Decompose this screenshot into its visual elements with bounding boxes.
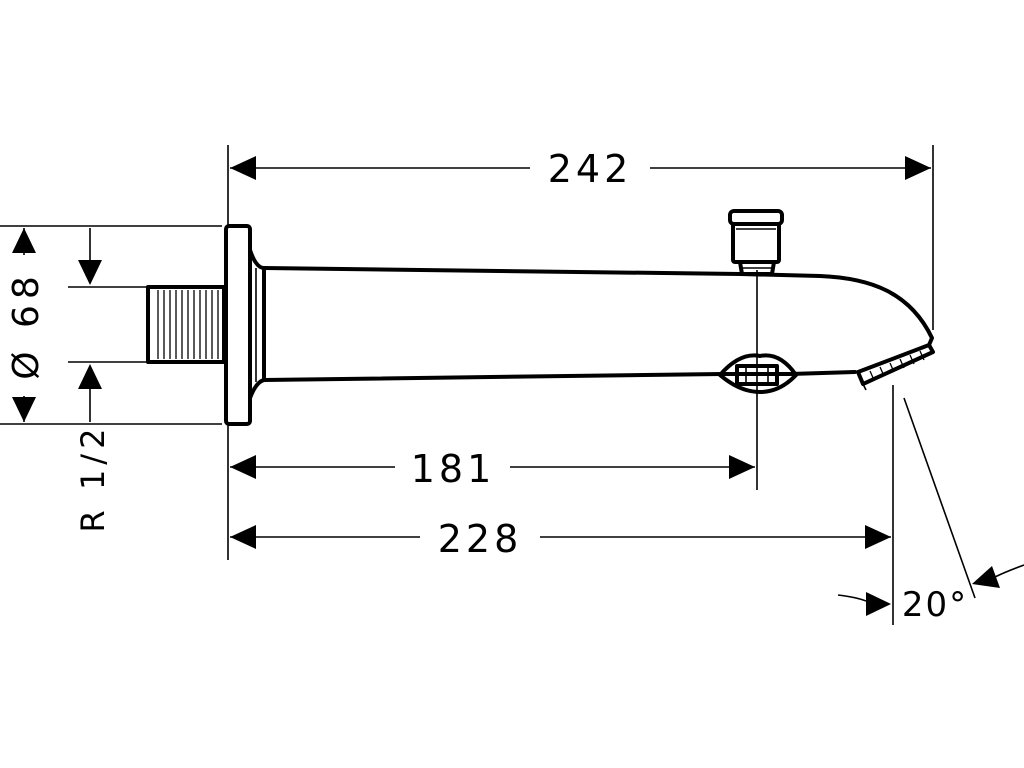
dimension-thread: R 1/2 bbox=[74, 228, 112, 532]
spout-pipe bbox=[262, 266, 934, 347]
diverter-underside bbox=[718, 353, 798, 394]
arrow-left bbox=[972, 566, 1000, 588]
dimension-label-228: 228 bbox=[438, 517, 523, 561]
arrow-right bbox=[865, 525, 891, 549]
spout-body bbox=[146, 209, 935, 426]
wall-rosette bbox=[224, 224, 252, 426]
dimension-label-20-degrees: 20° bbox=[902, 585, 968, 625]
rosette-neck bbox=[248, 248, 266, 400]
arrow-right bbox=[729, 455, 755, 479]
arrow-left bbox=[230, 525, 256, 549]
dimension-label-diameter-68: Ø 68 bbox=[6, 270, 47, 380]
extension-lines bbox=[0, 145, 976, 625]
threaded-connector bbox=[146, 285, 226, 364]
dimension-label-thread: R 1/2 bbox=[74, 424, 112, 533]
arrow-right bbox=[905, 156, 931, 180]
dimension-label-181: 181 bbox=[411, 447, 496, 491]
dimension-outlet-angle: 20° bbox=[837, 564, 1024, 625]
dimension-label-242: 242 bbox=[548, 147, 633, 191]
dimension-rosette-diameter: Ø 68 bbox=[6, 228, 47, 422]
arrow-right bbox=[866, 592, 891, 616]
outlet-aerator bbox=[856, 343, 935, 391]
arrow-left bbox=[230, 156, 256, 180]
arrow-down bbox=[78, 260, 102, 285]
diverter-knob bbox=[728, 209, 784, 276]
arrow-left bbox=[230, 455, 256, 479]
dimension-diverter-position: 181 bbox=[230, 447, 755, 491]
arrow-up bbox=[12, 228, 36, 253]
arrow-down bbox=[12, 397, 36, 422]
dimension-outlet-length: 228 bbox=[230, 517, 891, 561]
thread-hatching bbox=[157, 290, 219, 359]
dimension-overall-length: 242 bbox=[230, 147, 931, 191]
arrow-up bbox=[78, 364, 102, 389]
